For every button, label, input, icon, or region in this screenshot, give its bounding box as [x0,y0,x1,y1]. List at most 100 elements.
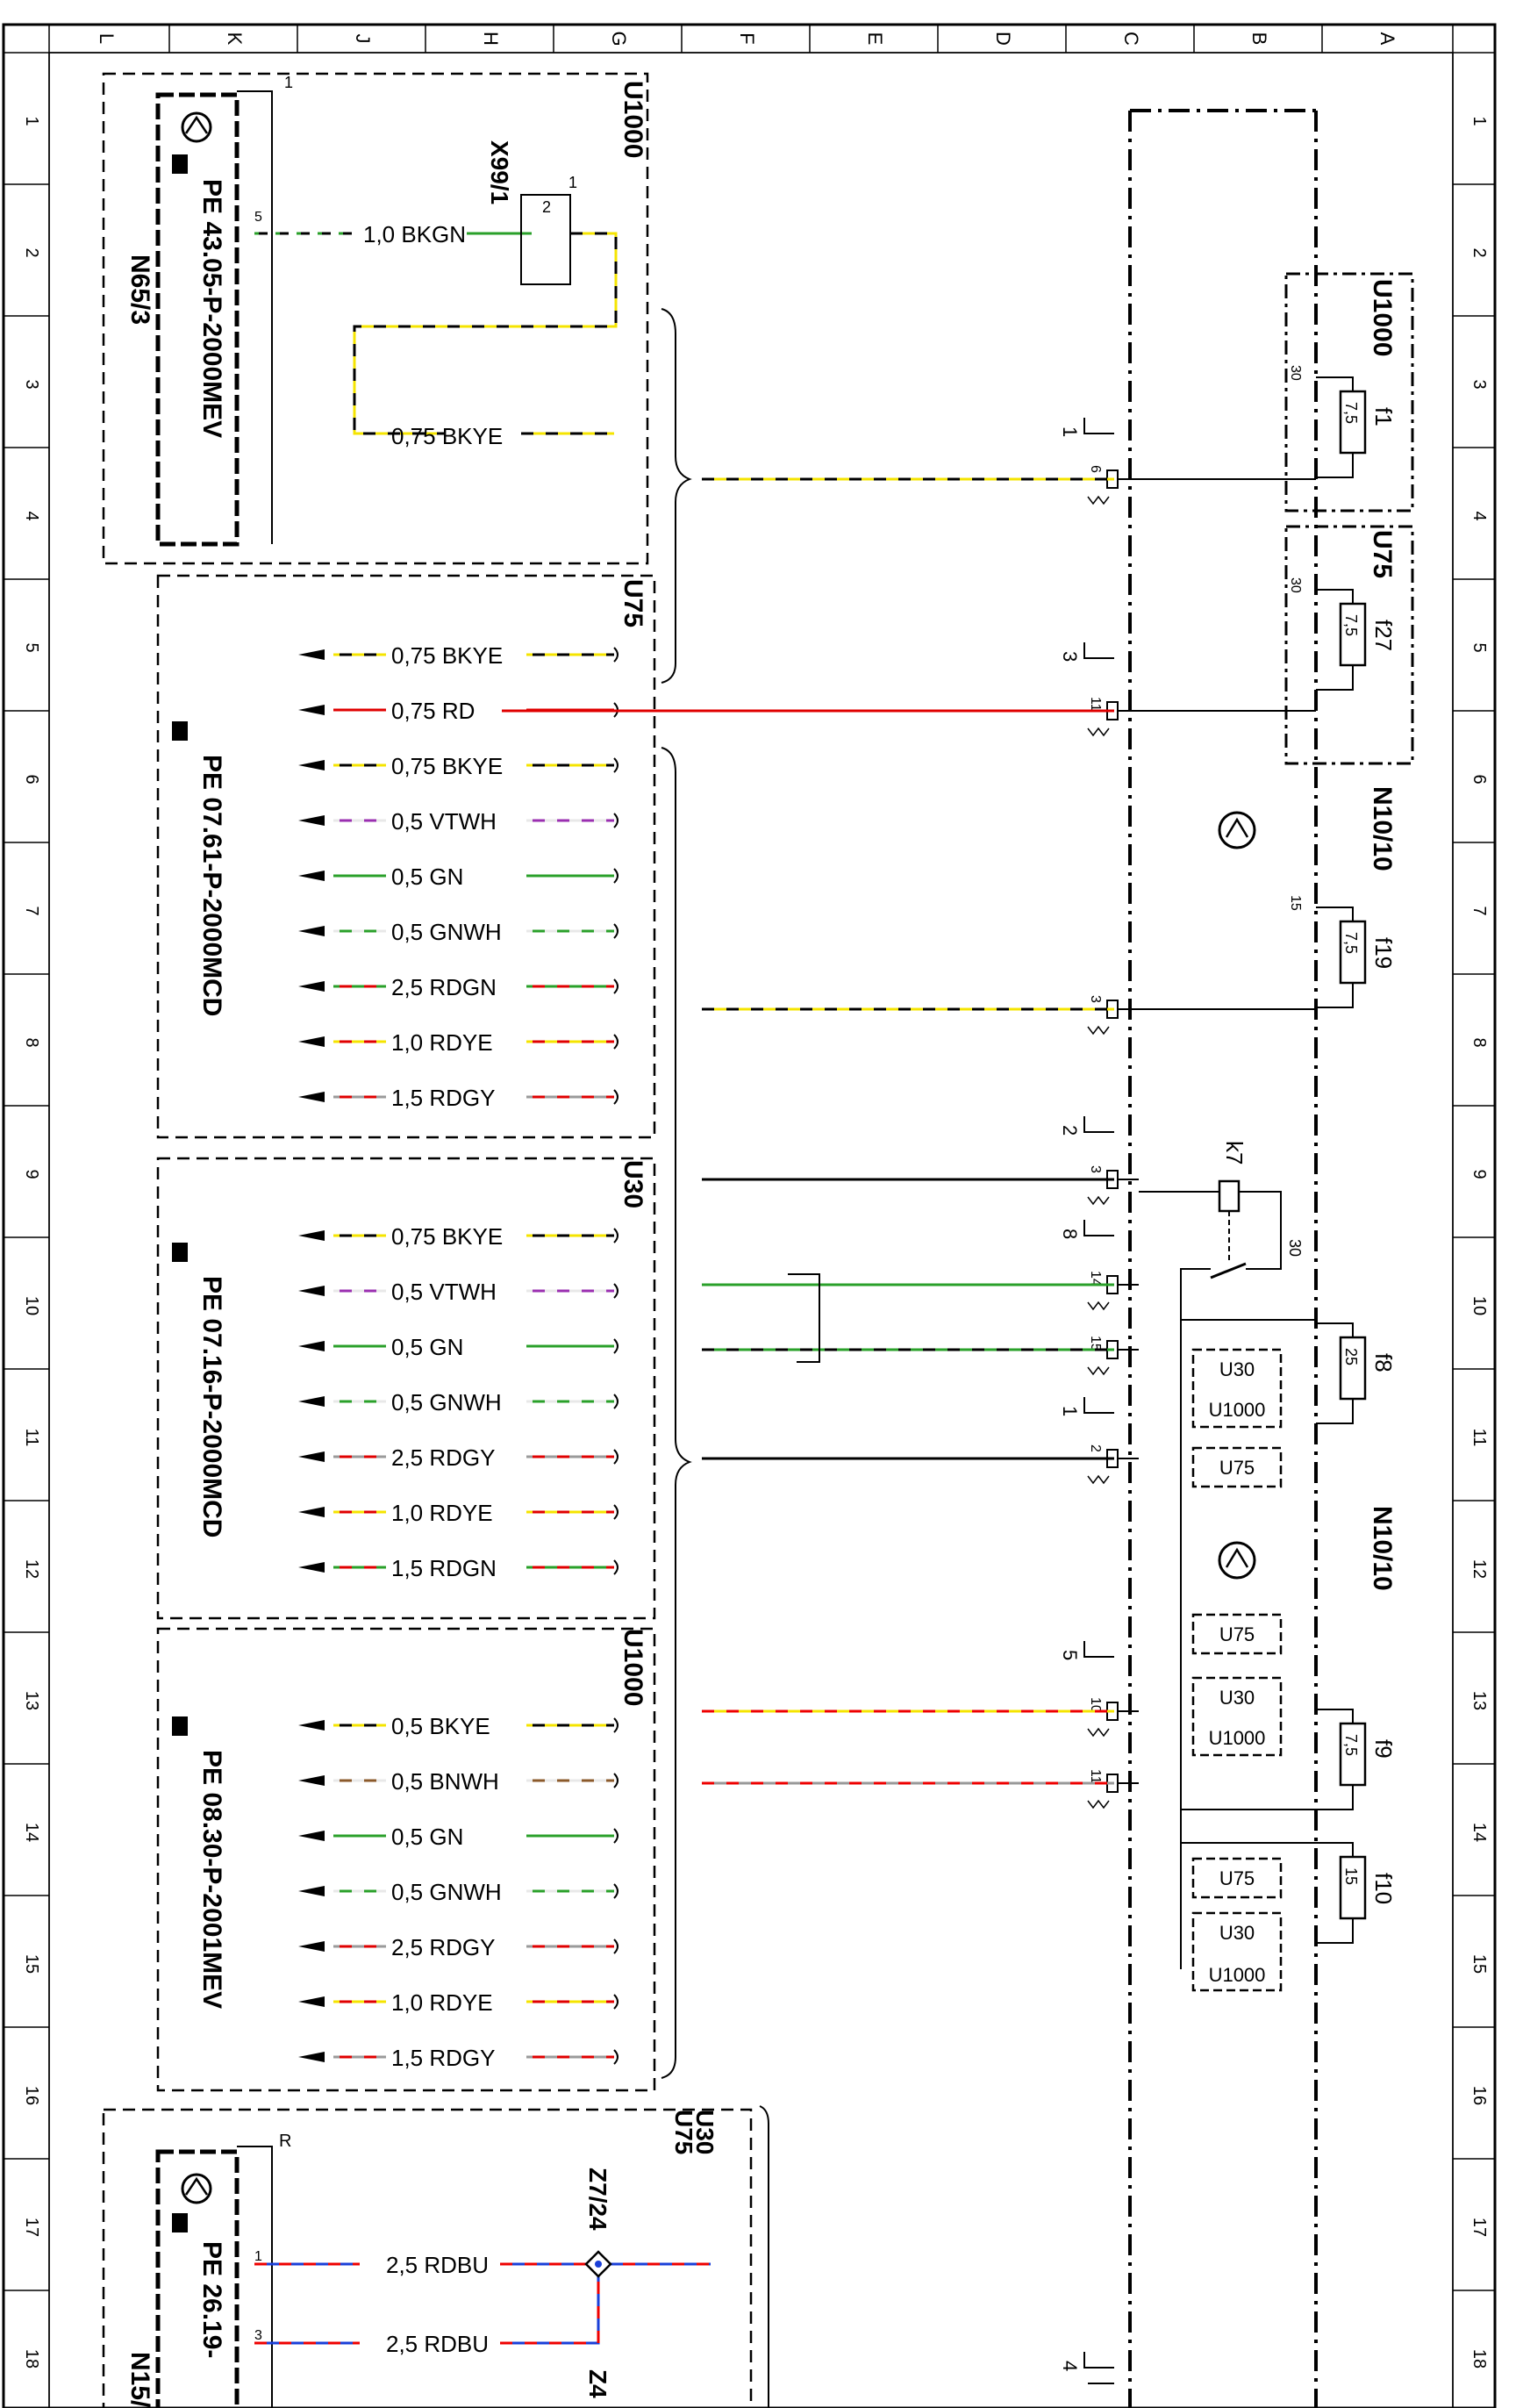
column-letter: A [1376,32,1398,46]
fuse-rating: 7,5 [1342,614,1360,636]
fuse-name: f8 [1370,1353,1397,1372]
row-number-left: 14 [22,1823,41,1842]
variant-label: U30 [1219,1922,1255,1944]
fuse-name: f19 [1370,937,1397,969]
wire-label: 1,0 RDYE [391,1029,493,1056]
connector-group-number: 8 [1059,1229,1081,1239]
variant-box [1191,1613,1283,1655]
row-number-right: 11 [1469,1429,1489,1447]
component-label-n10-10-lower: N10/10 [1368,1506,1397,1591]
wire-label: 0,5 BNWH [391,1768,499,1795]
svg-text:PE 08.30-P-2001MEV: PE 08.30-P-2001MEV [197,1750,226,2009]
row-number-right: 6 [1469,774,1489,784]
row-number-right: 9 [1469,1169,1489,1179]
svg-text:U1000: U1000 [1368,279,1397,356]
connector-pin-number: 14 [1088,1271,1103,1286]
fuse-f10 [1339,1855,1367,1920]
row-number-left: 9 [22,1169,41,1179]
fuse-pin: 30 [1288,577,1303,593]
row-number-left: 3 [22,379,41,389]
column-letter: H [480,32,502,46]
fuse-name: f1 [1370,407,1397,426]
svg-text:U30: U30 [691,2110,719,2154]
reference-hand-icon [172,2213,188,2232]
fuse-rating: 25 [1342,1348,1360,1365]
connector-group-number: 1 [1059,1406,1081,1416]
wire-arrow-icon [298,1286,325,1296]
fuse-rating: 7,5 [1342,932,1360,954]
wire-label: 0,75 BKYE [391,1223,503,1250]
svg-text:PE 07.61-P-2000MCD: PE 07.61-P-2000MCD [197,755,226,1016]
wire-arrow-icon [298,649,325,660]
row-number-right: 7 [1469,906,1489,915]
connector-pin-number: 11 [1088,697,1103,712]
row-number-left: 7 [22,906,41,915]
connector-pin-number: 11 [1088,1769,1103,1784]
electronic-component-icon [181,111,212,143]
connector-group-number: 3 [1059,651,1081,662]
column-letter: F [736,32,758,44]
fuse-pin: 15 [1288,895,1303,911]
wire-arrow-icon [298,760,325,770]
row-number-right: 4 [1469,511,1489,520]
variant-label: U75 [1219,1457,1255,1479]
svg-text:PE 26.19-: PE 26.19- [197,2241,226,2358]
row-number-right: 15 [1469,1954,1489,1974]
row-number-right: 10 [1469,1296,1489,1315]
connector-pin-number: 3 [1088,995,1103,1003]
svg-text:Z7/24: Z7/24 [584,2168,611,2231]
connector-pin-number: 15 [1088,1336,1103,1351]
fuse-rating: 15 [1342,1867,1360,1885]
wire-label: 1,5 RDGN [391,1555,497,1581]
variant-label: U30 [1219,1358,1255,1380]
wire-label: 0,5 VTWH [391,1279,497,1305]
sheet-border [2,23,1497,2408]
variant-box [1191,1676,1283,1757]
row-number-right: 18 [1469,2349,1489,2369]
variant-label: U75 [1219,1623,1255,1645]
connector-x99-1 [520,194,571,285]
connector-group-number: 5 [1059,1650,1081,1660]
row-number-left: 11 [22,1429,41,1447]
row-number-left: 2 [22,247,41,257]
wire-arrow-icon [298,1451,325,1462]
wire-label: 1,0 RDYE [391,1500,493,1526]
component-label-n65-3: N65/3 [125,254,154,325]
variant-label: U1000 [1209,1964,1266,1986]
fuse-f9 [1339,1722,1367,1787]
row-number-left: 15 [22,1954,41,1974]
wire-arrow-icon [298,926,325,936]
electronic-component-icon [1218,1541,1256,1580]
connector-pin-number: 10 [1088,1697,1103,1713]
row-number-right: 17 [1469,2218,1489,2237]
row-number-left: 17 [22,2218,41,2237]
svg-text:U75: U75 [1368,530,1397,578]
svg-text:5: 5 [254,210,262,225]
column-letter: L [96,33,118,44]
row-number-right: 5 [1469,642,1489,652]
svg-text:k7: k7 [1221,1141,1248,1165]
wire-label: 0,5 BKYE [391,1713,490,1739]
row-number-right: 2 [1469,247,1489,257]
row-number-right: 16 [1469,2086,1489,2105]
svg-text:1: 1 [284,74,293,91]
row-number-left: 8 [22,1037,41,1047]
inner-border [48,52,1454,2408]
module-frame-n65-3 [102,72,649,565]
svg-text:N15/: N15/ [125,2352,154,2408]
row-number-right: 3 [1469,379,1489,389]
svg-text:U75: U75 [670,2110,697,2154]
svg-text:30: 30 [1286,1239,1304,1257]
reference-hand-icon [172,1716,188,1736]
wire-label: 0,5 GNWH [391,1879,502,1905]
fuse-rating: 7,5 [1342,402,1360,424]
wire-arrow-icon [298,1562,325,1573]
wire-arrow-icon [298,871,325,881]
module-frame-n15 [102,2108,753,2408]
doc-ref-top: PE 43.05-P-2000MEV [197,179,226,438]
fuse-pin: 30 [1288,365,1303,381]
reference-hand-icon [172,1243,188,1262]
fuse-rating: 7,5 [1342,1734,1360,1756]
